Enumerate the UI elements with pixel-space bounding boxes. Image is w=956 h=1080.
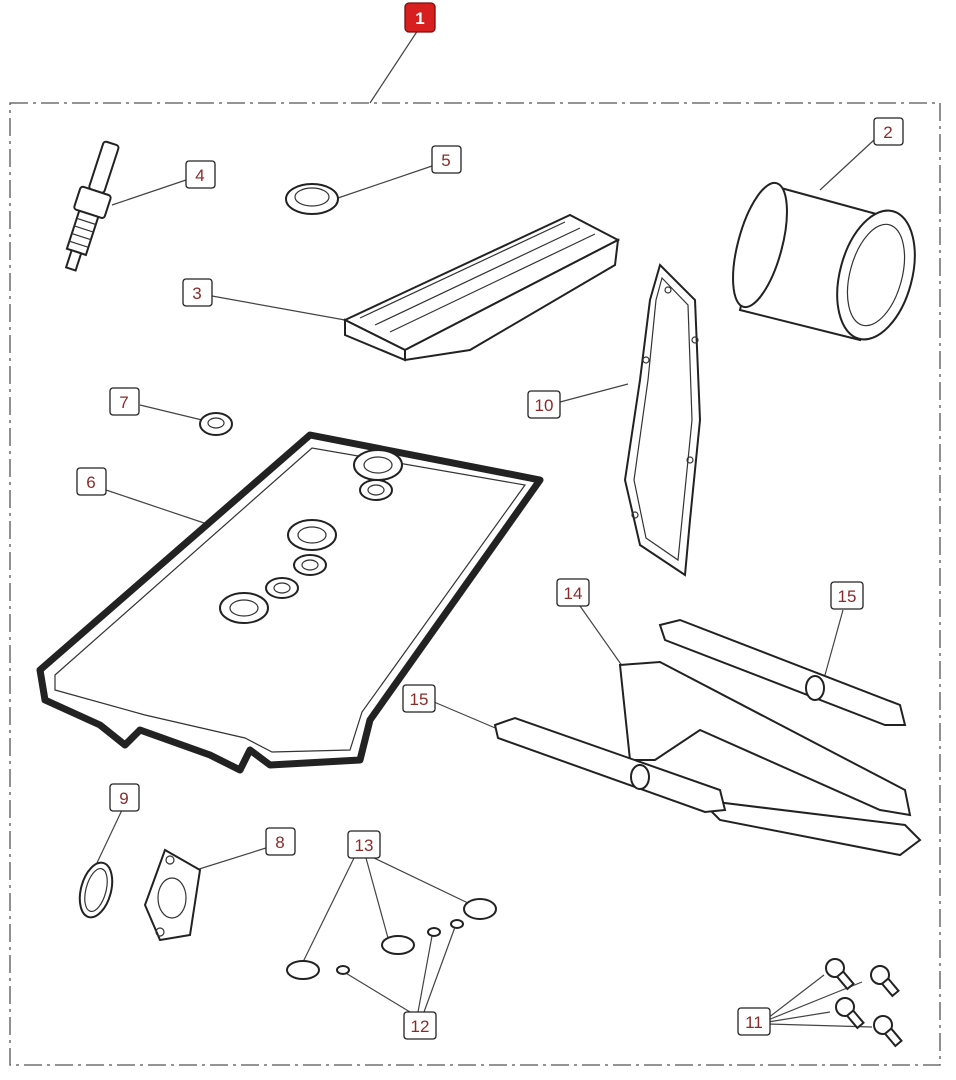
svg-text:9: 9 bbox=[119, 789, 128, 808]
callout-oil-filter[interactable]: 2 bbox=[873, 117, 904, 146]
callout-sealing-washer[interactable]: 5 bbox=[431, 145, 462, 174]
svg-text:7: 7 bbox=[119, 393, 128, 412]
small-gasket bbox=[143, 848, 202, 942]
svg-text:1: 1 bbox=[415, 9, 424, 28]
svg-text:6: 6 bbox=[86, 473, 95, 492]
o-ring-9 bbox=[78, 861, 114, 919]
svg-text:2: 2 bbox=[883, 123, 892, 142]
svg-text:15: 15 bbox=[410, 690, 429, 709]
callout-o-rings[interactable]: 13 bbox=[347, 830, 381, 859]
svg-text:11: 11 bbox=[745, 1013, 763, 1032]
callout-cam-cover-gasket[interactable]: 6 bbox=[76, 467, 107, 496]
callout-chain-guide[interactable]: 14 bbox=[556, 578, 590, 607]
svg-text:4: 4 bbox=[195, 166, 204, 185]
oil-filter bbox=[732, 181, 916, 342]
svg-text:3: 3 bbox=[192, 284, 201, 303]
callout-bolts[interactable]: 11 bbox=[737, 1007, 771, 1036]
sealing-washer bbox=[285, 183, 339, 215]
oil-seal bbox=[199, 412, 233, 436]
callout-cover-gasket-10[interactable]: 10 bbox=[527, 390, 561, 419]
air-filter bbox=[342, 213, 621, 362]
cam-cover-gasket bbox=[36, 431, 544, 774]
callout-oil-seal[interactable]: 7 bbox=[109, 387, 140, 416]
o-rings bbox=[286, 898, 497, 980]
callout-tensioner-blade-lower[interactable]: 15 bbox=[402, 684, 436, 713]
bolts bbox=[825, 958, 903, 1048]
callout-air-filter[interactable]: 3 bbox=[182, 278, 213, 307]
svg-text:12: 12 bbox=[411, 1017, 430, 1036]
spark-plug bbox=[64, 140, 120, 272]
svg-text:15: 15 bbox=[838, 587, 857, 606]
callout-small-gasket[interactable]: 8 bbox=[265, 827, 296, 856]
chain-guide bbox=[618, 660, 922, 857]
callout-spark-plug[interactable]: 4 bbox=[185, 160, 216, 189]
callout-tensioner-blade-upper[interactable]: 15 bbox=[830, 581, 864, 610]
callout-o-ring-9[interactable]: 9 bbox=[109, 783, 140, 812]
leader-lines bbox=[95, 29, 875, 1028]
svg-text:8: 8 bbox=[275, 833, 284, 852]
cover-gasket-10 bbox=[623, 263, 702, 577]
svg-text:5: 5 bbox=[441, 151, 450, 170]
kit-frame bbox=[9, 102, 941, 1066]
svg-text:13: 13 bbox=[355, 836, 374, 855]
tensioner-blade-upper bbox=[658, 618, 907, 726]
callout-small-o-rings[interactable]: 12 bbox=[403, 1011, 437, 1040]
callout-kit[interactable]: 1 bbox=[404, 2, 436, 33]
tensioner-blade-lower bbox=[493, 716, 727, 814]
svg-text:14: 14 bbox=[564, 584, 583, 603]
svg-text:10: 10 bbox=[535, 396, 554, 415]
